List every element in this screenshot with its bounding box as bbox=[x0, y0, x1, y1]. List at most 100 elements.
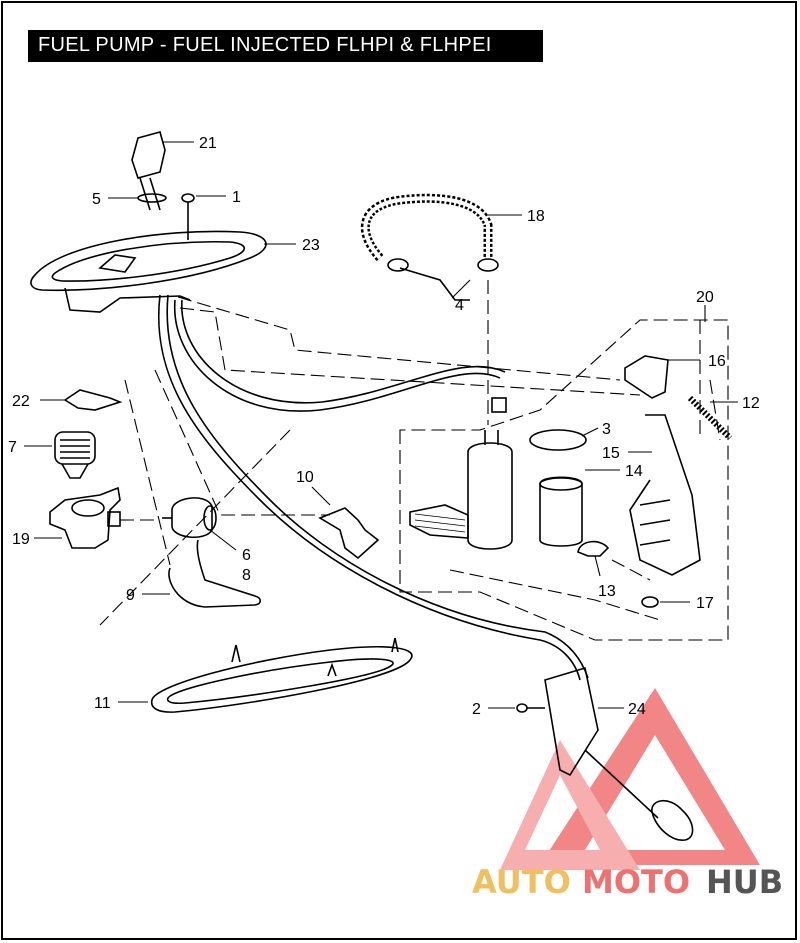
part-2-screw bbox=[516, 703, 545, 713]
top-plate-outer bbox=[30, 230, 267, 292]
part-9-cable bbox=[168, 539, 262, 608]
callout-4: 4 bbox=[455, 297, 464, 314]
callout-1: 1 bbox=[232, 189, 241, 206]
pump-terminals bbox=[484, 430, 499, 445]
housing-body bbox=[49, 486, 121, 549]
part-23-top-plate bbox=[30, 230, 267, 313]
assembly-dashed-lines bbox=[99, 280, 729, 641]
hose-tube bbox=[399, 267, 470, 301]
callout-3: 3 bbox=[602, 421, 611, 438]
gasket-inner bbox=[166, 658, 394, 705]
callout-5: 5 bbox=[92, 191, 101, 208]
part-22-clip bbox=[63, 389, 123, 411]
callout-24: 24 bbox=[628, 701, 646, 718]
connector-body bbox=[131, 131, 166, 179]
leader-3 bbox=[581, 427, 599, 437]
filter-end bbox=[203, 505, 217, 531]
gasket-outer bbox=[150, 646, 413, 713]
clamp-right bbox=[477, 258, 499, 272]
callout-7: 7 bbox=[8, 439, 17, 456]
regulator-base bbox=[61, 463, 89, 479]
dash-line-sender bbox=[449, 569, 661, 621]
callout-11: 11 bbox=[94, 695, 111, 712]
wiring-harness bbox=[158, 294, 589, 681]
part-pump-body bbox=[467, 442, 513, 550]
sender-body bbox=[544, 666, 599, 777]
callout-22: 22 bbox=[12, 393, 30, 410]
part-16-top-bracket bbox=[624, 355, 669, 399]
pump-connector bbox=[491, 397, 507, 413]
regulator-body bbox=[54, 431, 96, 465]
part-4-clamps bbox=[387, 258, 499, 272]
watermark-hub: HUB bbox=[706, 863, 783, 901]
sleeve-top bbox=[539, 477, 583, 491]
diagram-title: FUEL PUMP - FUEL INJECTED FLHPI & FLHPEI bbox=[38, 34, 492, 56]
filter-mesh bbox=[414, 513, 466, 533]
part-3-band bbox=[529, 429, 587, 451]
harness-wire-pump bbox=[174, 299, 501, 412]
hose-core bbox=[363, 196, 490, 260]
part-6-filter bbox=[162, 497, 217, 538]
part-18-hose bbox=[360, 193, 493, 301]
part-14-sleeve bbox=[539, 476, 583, 547]
part-1-screw bbox=[181, 193, 195, 240]
callout-17: 17 bbox=[696, 595, 714, 612]
leader-13 bbox=[594, 555, 601, 577]
dash-line-mid bbox=[179, 307, 641, 396]
dash-line-top bbox=[177, 296, 621, 381]
part-10-bracket bbox=[318, 507, 380, 560]
harness-wire-b bbox=[166, 294, 589, 679]
part-17-cap bbox=[641, 596, 659, 608]
harness-wire-a bbox=[158, 294, 581, 681]
screw-head bbox=[181, 193, 195, 203]
part-24-level-sender bbox=[544, 666, 694, 841]
watermark-logo bbox=[500, 688, 760, 870]
callout-23: 23 bbox=[302, 237, 320, 254]
part-7-regulator bbox=[54, 431, 96, 479]
watermark-triangle-inner bbox=[500, 740, 640, 870]
pump-assembly bbox=[409, 397, 513, 550]
callout-10: 10 bbox=[296, 469, 314, 486]
pump-sock-filter bbox=[409, 504, 469, 539]
callout-2: 2 bbox=[472, 701, 481, 718]
part-19-housing bbox=[49, 486, 121, 549]
housing-port bbox=[71, 499, 105, 517]
leader-4 bbox=[451, 279, 471, 299]
callout-labels: 21 5 1 23 18 4 20 16 12 22 7 3 15 14 10 … bbox=[8, 135, 760, 718]
part-13-clip bbox=[577, 540, 610, 557]
callout-6: 6 bbox=[242, 547, 251, 564]
sender-float-arm bbox=[584, 749, 659, 819]
callout-8: 8 bbox=[242, 567, 251, 584]
callout-18: 18 bbox=[527, 208, 545, 225]
dash-line-9 bbox=[124, 379, 171, 566]
housing-outlet bbox=[107, 511, 121, 527]
callout-15: 15 bbox=[602, 445, 620, 462]
dash-line-19 bbox=[99, 429, 291, 626]
part-12-spring bbox=[687, 395, 733, 441]
clamp-left bbox=[387, 258, 409, 272]
dash-line-12 bbox=[709, 379, 721, 441]
callout-13: 13 bbox=[598, 583, 616, 600]
callout-12: 12 bbox=[742, 395, 760, 412]
part-5-o-ring bbox=[137, 193, 167, 203]
top-plate-fitting bbox=[98, 254, 137, 273]
callout-20: 20 bbox=[696, 289, 714, 306]
watermark-text: AUTO MOTO HUB bbox=[472, 863, 783, 901]
dash-line-17 bbox=[611, 559, 651, 581]
part-15-rail bbox=[629, 414, 701, 576]
sender-float bbox=[651, 800, 694, 841]
callout-16: 16 bbox=[708, 353, 726, 370]
callout-leaders bbox=[24, 141, 738, 709]
rail-slots bbox=[639, 499, 671, 546]
watermark-auto: AUTO bbox=[472, 863, 571, 901]
regulator-ribs bbox=[60, 439, 90, 459]
screw-2-head bbox=[516, 703, 528, 713]
part-11-gasket bbox=[150, 637, 413, 713]
dash-line-10 bbox=[154, 369, 330, 516]
callout-21: 21 bbox=[199, 135, 217, 152]
watermark-moto: MOTO bbox=[582, 863, 690, 901]
rail-body bbox=[629, 414, 701, 576]
